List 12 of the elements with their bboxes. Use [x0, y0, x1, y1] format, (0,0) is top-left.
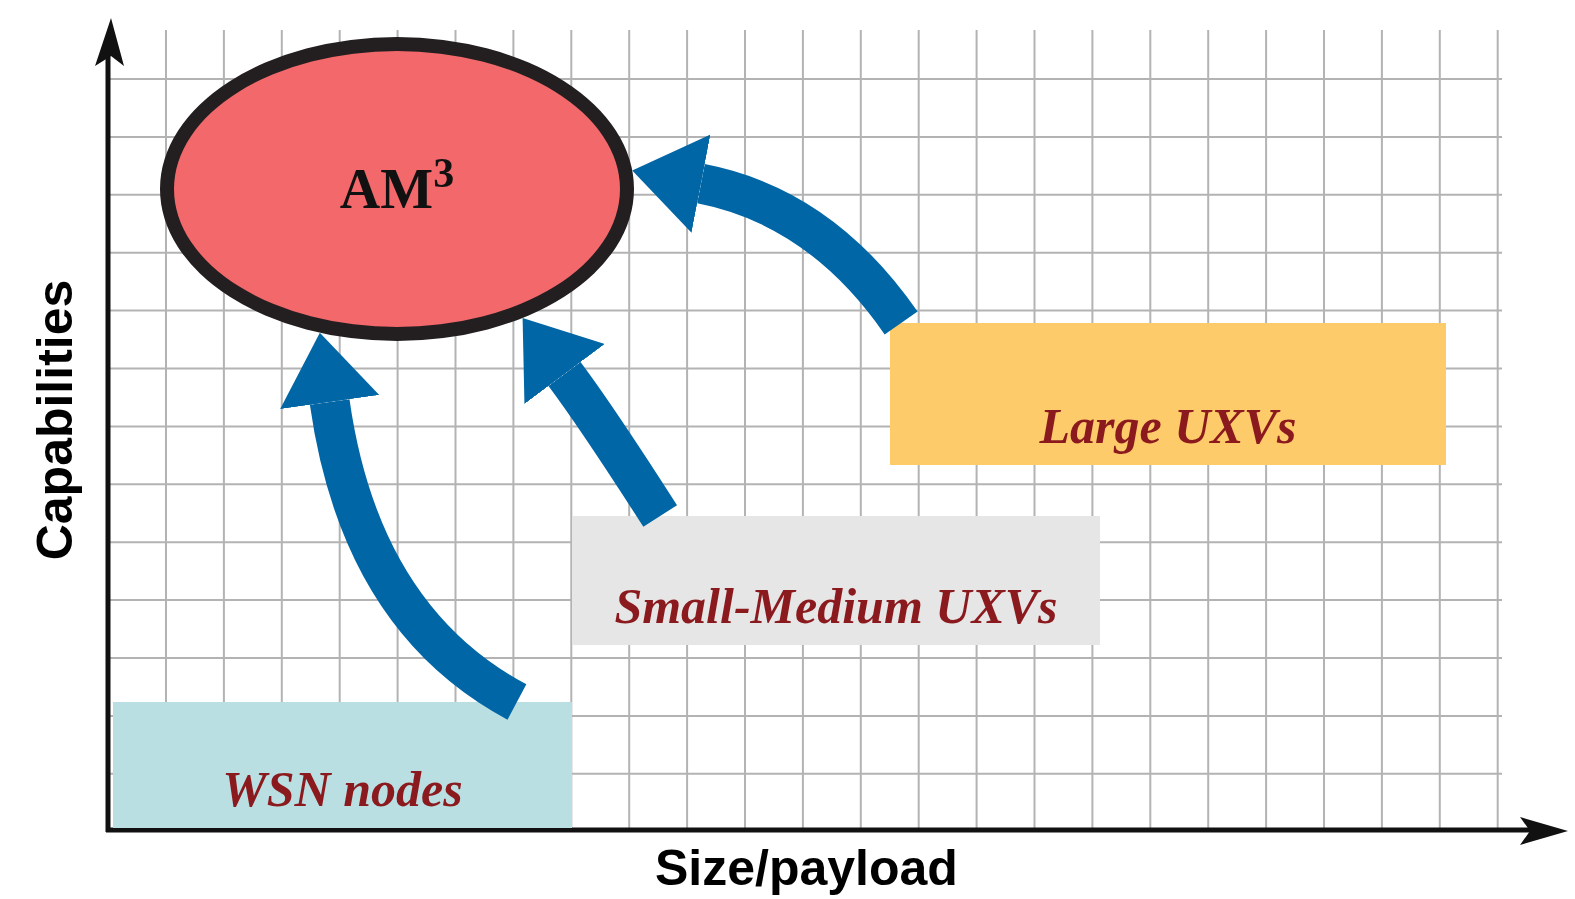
curved-arrow	[522, 317, 677, 527]
ellipse-label: AM$^{3}$	[339, 161, 455, 217]
category-box	[572, 516, 1100, 645]
axis-title: Capabilities	[30, 278, 80, 563]
category-label: Large UXVs	[1039, 396, 1297, 456]
curved-arrow	[632, 134, 918, 335]
curved-arrow	[280, 333, 528, 720]
category-box	[113, 702, 572, 828]
category-box	[890, 323, 1446, 465]
axis-title: Size/payload	[655, 843, 958, 893]
category-label: Small-Medium UXVs	[614, 576, 1058, 636]
category-label: WSN nodes	[222, 759, 463, 819]
